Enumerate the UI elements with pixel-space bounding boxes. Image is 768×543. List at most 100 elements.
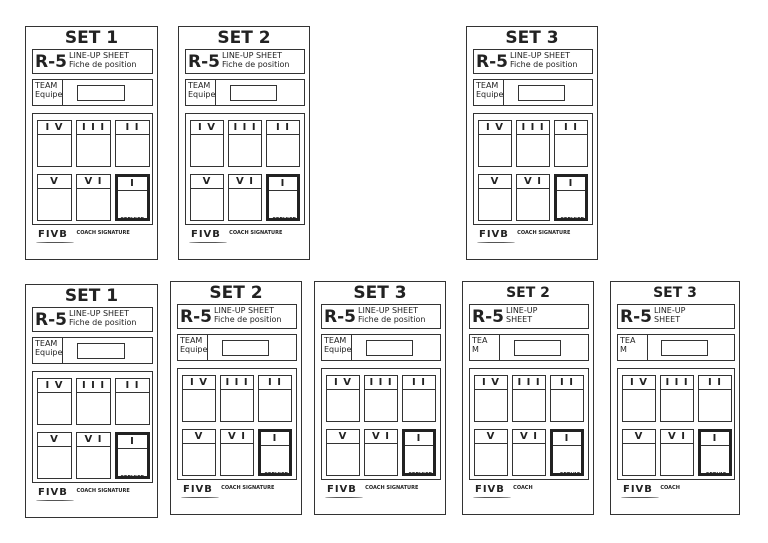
position-box[interactable]: V [190, 174, 224, 221]
position-label: I V [38, 379, 71, 393]
position-box[interactable]: I I [698, 375, 732, 422]
position-label: I [269, 177, 297, 191]
position-box-serve[interactable]: I [115, 432, 150, 479]
position-label: V I [229, 175, 261, 189]
position-box-serve[interactable]: I [258, 429, 292, 476]
position-box[interactable]: V I [220, 429, 254, 476]
position-label: I [553, 432, 581, 446]
position-box[interactable]: V I [660, 429, 694, 476]
position-box[interactable]: I I I [220, 375, 254, 422]
position-box[interactable]: I I I [228, 120, 262, 167]
position-box[interactable]: I I [554, 120, 588, 167]
service-label: SERVICE [264, 472, 288, 478]
sheet-title-line: LINE-UP SHEET [69, 51, 130, 60]
position-box[interactable]: V I [76, 432, 111, 479]
r5-label: R-5 [188, 52, 220, 72]
team-name-field[interactable] [517, 85, 566, 101]
coach-signature-label: COACH SIGNATURE [229, 230, 283, 236]
position-box[interactable]: V I [512, 429, 546, 476]
team-name-field[interactable] [365, 340, 414, 356]
position-label: V [623, 430, 655, 444]
position-label: I [557, 177, 585, 191]
position-label: I I [259, 376, 291, 390]
position-box[interactable]: I I I [516, 120, 550, 167]
position-box[interactable]: I V [182, 375, 216, 422]
team-name-field[interactable] [513, 340, 562, 356]
service-label: SERVICE [560, 217, 584, 223]
position-label: V [479, 175, 511, 189]
team-divider [503, 80, 504, 105]
position-box[interactable]: V [622, 429, 656, 476]
position-box[interactable]: I V [474, 375, 508, 422]
position-box[interactable]: I I [115, 120, 150, 167]
position-box[interactable]: I V [37, 120, 72, 167]
position-box[interactable]: I V [622, 375, 656, 422]
position-box[interactable]: I V [326, 375, 360, 422]
position-box[interactable]: I I [402, 375, 436, 422]
position-box[interactable]: I I [266, 120, 300, 167]
sheet-title-line: SHEET [506, 315, 533, 324]
fivb-logo: FIVB [181, 484, 219, 498]
position-box[interactable]: I I I [76, 120, 111, 167]
position-box-serve[interactable]: I [550, 429, 584, 476]
position-box[interactable]: V [37, 432, 72, 479]
position-box[interactable]: I I I [660, 375, 694, 422]
position-box[interactable]: V [478, 174, 512, 221]
position-box[interactable]: I I I [76, 378, 111, 425]
position-label: V [183, 430, 215, 444]
position-label: I I I [77, 121, 110, 135]
position-box[interactable]: V I [228, 174, 262, 221]
sheet-title-line: Fiche de position [214, 315, 282, 324]
position-label: I V [183, 376, 215, 390]
position-label: V [327, 430, 359, 444]
team-label-fr: Equipe [35, 90, 63, 99]
position-box[interactable]: I I [258, 375, 292, 422]
team-name-field[interactable] [76, 85, 125, 101]
position-box[interactable]: V [474, 429, 508, 476]
position-label: I [118, 435, 147, 449]
position-box-serve[interactable]: I [698, 429, 732, 476]
position-box[interactable]: V I [364, 429, 398, 476]
position-box[interactable]: V [326, 429, 360, 476]
position-box[interactable]: I I [550, 375, 584, 422]
position-box-serve[interactable]: I [115, 174, 150, 221]
team-divider [647, 335, 648, 360]
team-label: TEAM [476, 81, 499, 90]
position-box[interactable]: I I I [364, 375, 398, 422]
position-label: I V [475, 376, 507, 390]
position-box[interactable]: V [37, 174, 72, 221]
position-box[interactable]: I V [478, 120, 512, 167]
position-label: V I [513, 430, 545, 444]
fivb-logo: FIVB [621, 484, 659, 498]
set-title: SET 3 [353, 283, 407, 303]
position-box-serve[interactable]: I [554, 174, 588, 221]
position-box[interactable]: V [182, 429, 216, 476]
team-label-fr: Equipe [180, 345, 208, 354]
r5-label: R-5 [35, 52, 67, 72]
team-name-field[interactable] [221, 340, 270, 356]
position-box[interactable]: I V [190, 120, 224, 167]
fivb-logo: FIVB [477, 229, 515, 243]
team-label: TEAM [35, 339, 58, 348]
position-box[interactable]: I V [37, 378, 72, 425]
team-divider [62, 80, 63, 105]
team-name-field[interactable] [660, 340, 708, 356]
position-box-serve[interactable]: I [266, 174, 300, 221]
team-divider [499, 335, 500, 360]
position-box[interactable]: V I [76, 174, 111, 221]
team-name-field[interactable] [76, 343, 125, 359]
position-box[interactable]: V I [516, 174, 550, 221]
position-box-serve[interactable]: I [402, 429, 436, 476]
team-name-field[interactable] [229, 85, 278, 101]
position-box[interactable]: I I I [512, 375, 546, 422]
position-label: I I [551, 376, 583, 390]
position-label: I I I [221, 376, 253, 390]
position-box[interactable]: I I [115, 378, 150, 425]
sheet-title-line: LINE-UP SHEET [358, 306, 419, 315]
